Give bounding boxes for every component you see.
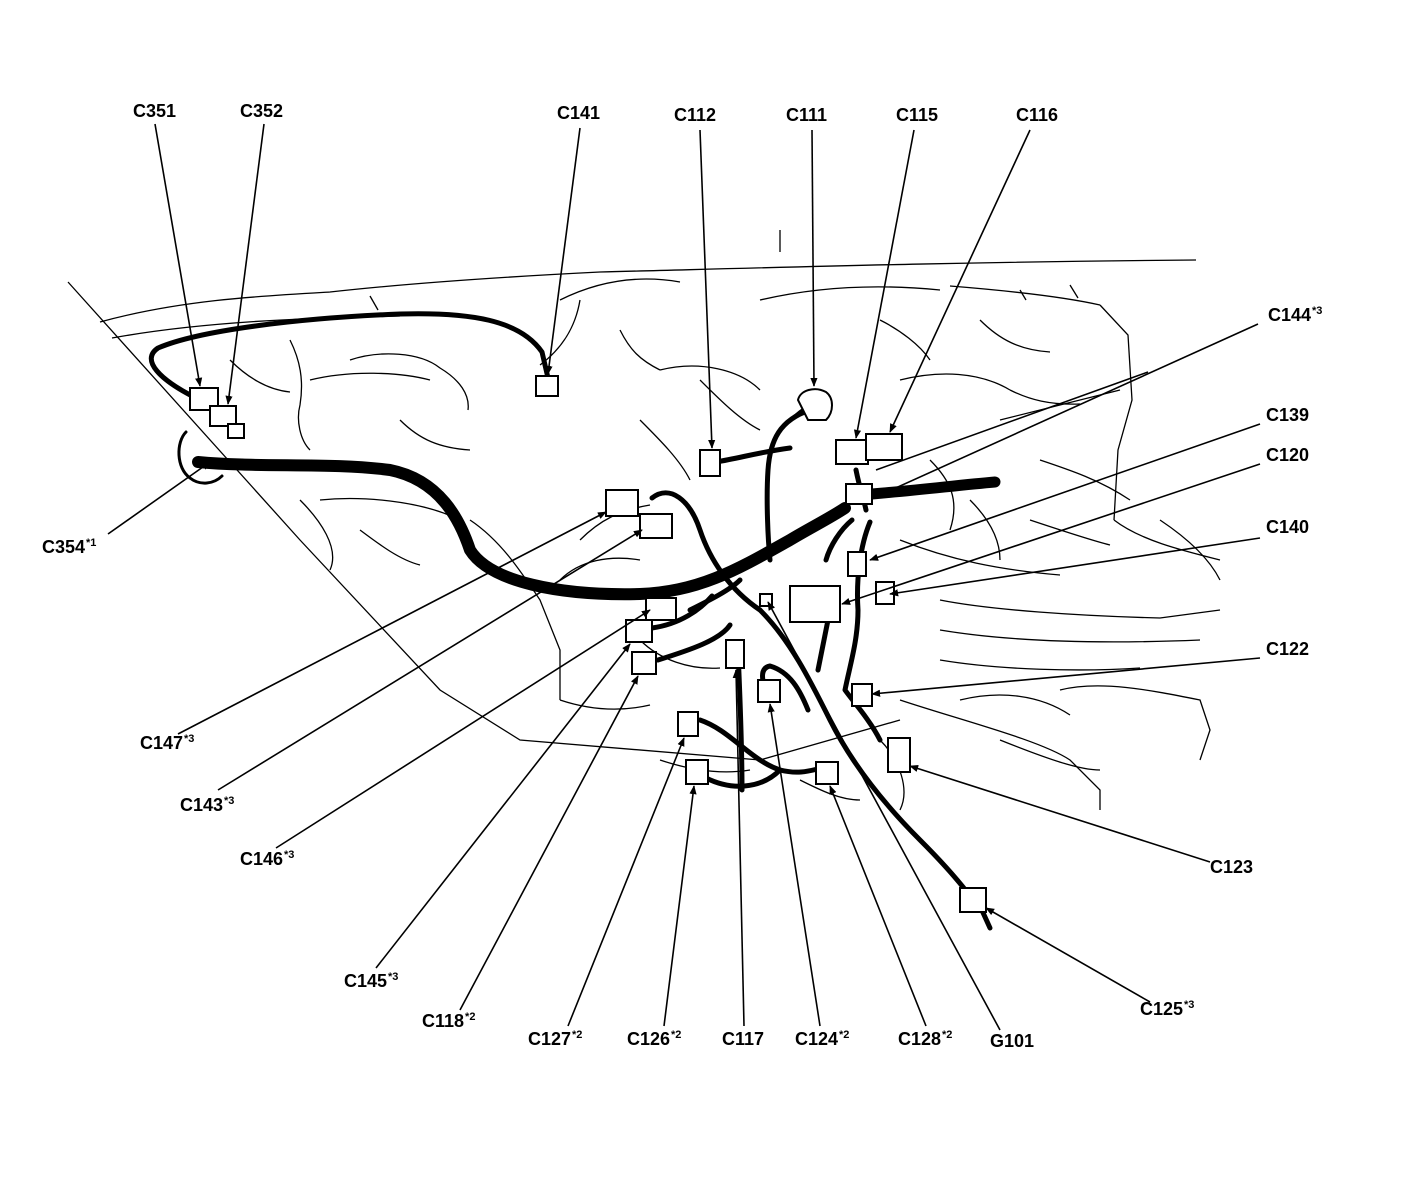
leader-g101 xyxy=(767,601,1001,1031)
leader-c126 xyxy=(663,785,697,1027)
label-c118: C118*2 xyxy=(422,1011,476,1031)
leader-c139 xyxy=(869,423,1261,561)
label-c128: C128*2 xyxy=(898,1029,953,1049)
leader-c144-b xyxy=(875,371,1149,471)
leader-c117 xyxy=(732,669,745,1027)
label-c111: C111 xyxy=(786,105,828,125)
label-c127: C127*2 xyxy=(528,1029,583,1049)
leader-c352 xyxy=(225,123,265,405)
leader-c118 xyxy=(459,675,639,1011)
leader-c354 xyxy=(107,461,211,535)
label-c122: C122 xyxy=(1266,639,1310,659)
leader-c144-a xyxy=(877,323,1259,497)
leader-c123 xyxy=(909,765,1211,863)
label-c116: C116 xyxy=(1016,105,1059,125)
label-c145: C145*3 xyxy=(344,971,399,991)
label-c117: C117 xyxy=(722,1029,765,1049)
label-g101: G101 xyxy=(990,1031,1035,1051)
label-c146: C146*3 xyxy=(240,849,295,869)
leader-c120 xyxy=(841,463,1261,605)
label-c147: C147*3 xyxy=(140,733,195,753)
label-c112: C112 xyxy=(674,105,717,125)
label-c115: C115 xyxy=(896,105,939,125)
leader-c128 xyxy=(829,785,927,1027)
leader-c122 xyxy=(871,657,1261,697)
leader-c140 xyxy=(889,537,1261,597)
label-c126: C126*2 xyxy=(627,1029,682,1049)
label-c123: C123 xyxy=(1210,857,1254,877)
leader-c147 xyxy=(177,511,607,735)
leader-c111 xyxy=(810,129,818,387)
leader-c112 xyxy=(699,129,716,449)
label-c124: C124*2 xyxy=(795,1029,850,1049)
connectors xyxy=(189,375,987,913)
leader-c146 xyxy=(275,609,651,849)
leader-c124 xyxy=(767,703,821,1027)
label-c352: C352 xyxy=(240,101,284,121)
label-c140: C140 xyxy=(1266,517,1310,537)
leader-c145 xyxy=(375,643,631,969)
leader-c125 xyxy=(985,907,1151,1003)
leader-c127 xyxy=(567,737,685,1027)
label-c354: C354*1 xyxy=(42,537,97,557)
leader-c351 xyxy=(154,123,203,387)
label-c139: C139 xyxy=(1266,405,1310,425)
label-c141: C141 xyxy=(557,103,601,123)
leader-c115 xyxy=(853,129,915,439)
label-c144: C144*3 xyxy=(1268,305,1323,325)
engine-outline xyxy=(67,230,1221,811)
leader-c116 xyxy=(889,129,1031,433)
label-c125: C125*3 xyxy=(1140,999,1195,1019)
leader-c143 xyxy=(217,529,643,791)
label-c120: C120 xyxy=(1266,445,1310,465)
leader-lines xyxy=(107,123,1261,1031)
label-c143: C143*3 xyxy=(180,795,235,815)
leader-c141 xyxy=(545,127,581,375)
label-c351: C351 xyxy=(133,101,177,121)
